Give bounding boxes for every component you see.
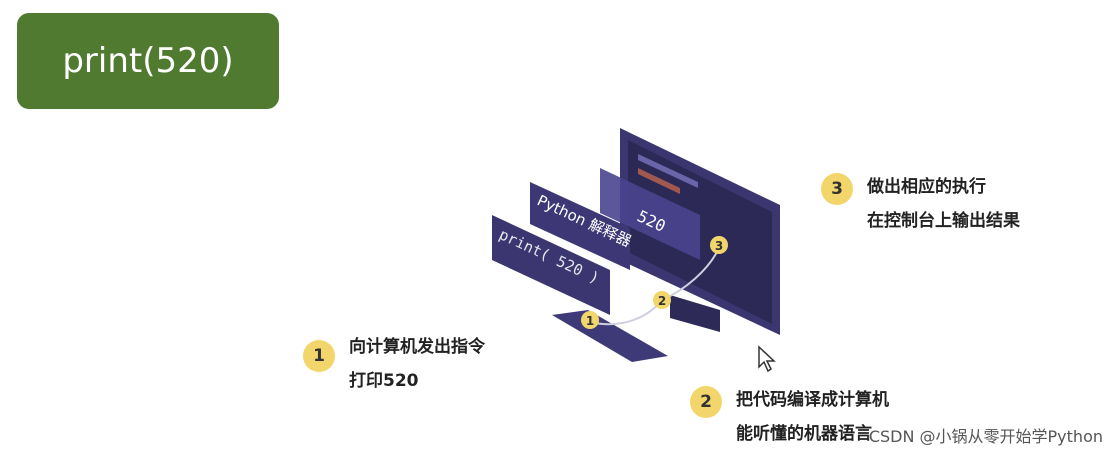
step-number: 1 [303, 340, 335, 372]
step-1-line2: 打印520 [349, 371, 419, 391]
step-3: 3 做出相应的执行 在控制台上输出结果 [821, 170, 1020, 238]
step-3-line2: 在控制台上输出结果 [867, 211, 1020, 231]
code-panel [492, 215, 610, 315]
step-3-line1: 做出相应的执行 [867, 177, 986, 197]
step-number: 2 [690, 386, 722, 418]
watermark: CSDN @小锅从零开始学Python [868, 427, 1103, 446]
step-1: 1 向计算机发出指令 打印520 [303, 330, 485, 398]
step-2-line1: 把代码编译成计算机 [736, 390, 889, 410]
marker-2: 2 [653, 291, 671, 309]
svg-text:1: 1 [586, 314, 594, 328]
marker-3: 3 [710, 236, 728, 254]
title-badge: print(520) [17, 13, 279, 109]
keyboard [552, 310, 668, 362]
screen-value-panel [600, 168, 700, 260]
step-2: 2 把代码编译成计算机 能听懂的机器语言 [690, 383, 889, 451]
step-number: 3 [821, 173, 853, 205]
svg-text:2: 2 [658, 294, 666, 308]
step-1-line1: 向计算机发出指令 [349, 337, 485, 357]
monitor-stand [670, 295, 720, 332]
screen-line [638, 154, 698, 188]
marker-1: 1 [581, 311, 599, 329]
title-badge-text: print(520) [62, 41, 234, 81]
computer-illustration: 520 Python 解释器 print( 520 ) 1 2 3 [492, 128, 780, 362]
screen-line [638, 168, 680, 194]
step-2-line2: 能听懂的机器语言 [736, 424, 872, 444]
interpreter-panel [530, 182, 630, 270]
svg-text:3: 3 [715, 239, 723, 253]
mouse-pointer-icon [758, 345, 776, 373]
